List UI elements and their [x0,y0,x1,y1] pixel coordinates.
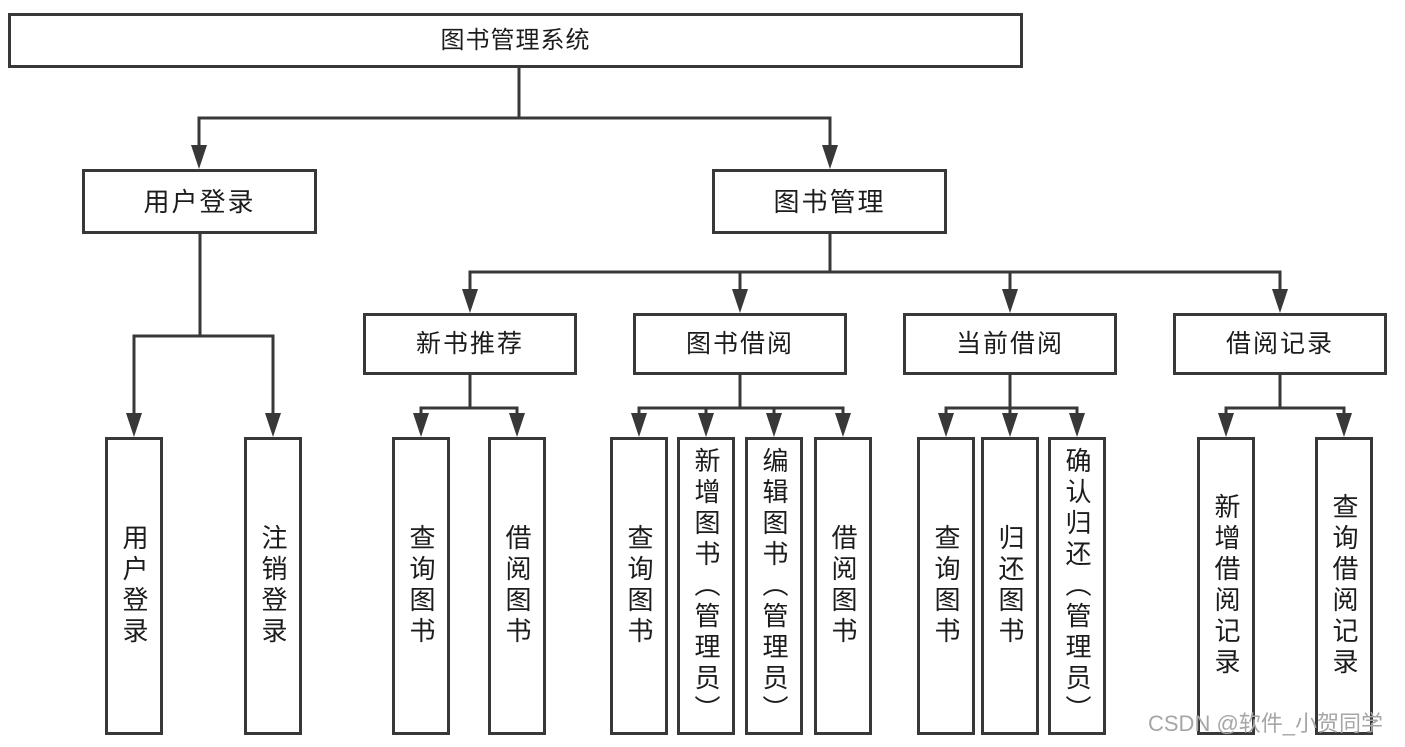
arrowhead [191,145,207,169]
arrowhead [938,413,954,437]
node-library-system: 图书管理系统 [8,13,1023,68]
leaf-borrowing-query-books: 查询图书 [610,437,668,735]
node-user-login: 用户登录 [82,169,317,234]
node-borrow-records: 借阅记录 [1173,313,1387,375]
leaf-current-confirm-return-admin: 确认归还（管理员） [1048,437,1106,735]
arrowhead [835,413,851,437]
leaf-logout: 注销登录 [244,437,302,735]
leaf-current-query-books: 查询图书 [917,437,975,735]
node-new-book-recommend: 新书推荐 [363,313,577,375]
arrowhead [462,289,478,313]
arrowhead [126,413,142,437]
arrowhead [265,413,281,437]
leaf-current-return-books: 归还图书 [981,437,1039,735]
arrowhead [1218,413,1234,437]
node-book-borrowing: 图书借阅 [633,313,847,375]
arrowhead [509,413,525,437]
leaf-records-query-record: 查询借阅记录 [1315,437,1373,735]
arrowhead [1002,289,1018,313]
arrowhead [631,413,647,437]
arrowhead [1272,289,1288,313]
arrowhead [1069,413,1085,437]
leaf-borrowing-edit-books-admin: 编辑图书（管理员） [745,437,803,735]
leaf-borrowing-borrow-books: 借阅图书 [814,437,872,735]
leaf-recommend-borrow-books: 借阅图书 [488,437,546,735]
node-current-borrowing: 当前借阅 [903,313,1117,375]
arrowhead [413,413,429,437]
arrowheads [126,145,1352,437]
node-book-management: 图书管理 [712,169,947,234]
arrowhead [1336,413,1352,437]
arrowhead [698,413,714,437]
leaf-user-login: 用户登录 [105,437,163,735]
leaf-borrowing-add-books-admin: 新增图书（管理员） [677,437,735,735]
watermark: CSDN @软件_小贺同学 [1148,711,1384,736]
leaf-records-add-record: 新增借阅记录 [1197,437,1255,735]
leaf-recommend-query-books: 查询图书 [392,437,450,735]
arrowhead [1002,413,1018,437]
arrowhead [822,145,838,169]
arrowhead [766,413,782,437]
arrowhead [732,289,748,313]
